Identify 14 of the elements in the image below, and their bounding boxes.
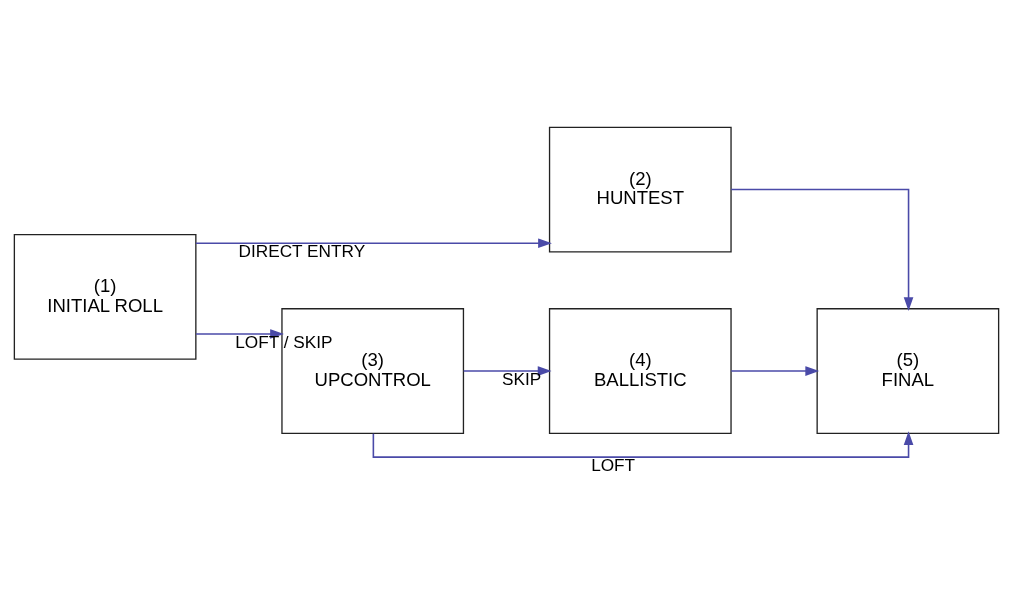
arrow <box>462 365 552 376</box>
arrow <box>195 328 284 339</box>
edge-label: LOFT / SKIP <box>235 331 333 352</box>
arrow <box>372 430 914 458</box>
node-box: (4) BALLISTIC <box>548 307 732 434</box>
node-box: (5) FINAL <box>816 307 1000 434</box>
arrow <box>730 188 914 311</box>
node-box: (1) INITIAL ROLL <box>13 233 197 360</box>
node-box: (2) HUNTEST <box>548 126 732 252</box>
edge-label: LOFT <box>591 454 636 475</box>
edge-label: SKIP <box>502 368 542 389</box>
arrow <box>730 365 820 376</box>
arrow <box>195 237 552 248</box>
edge-label: DIRECT ENTRY <box>238 240 366 261</box>
